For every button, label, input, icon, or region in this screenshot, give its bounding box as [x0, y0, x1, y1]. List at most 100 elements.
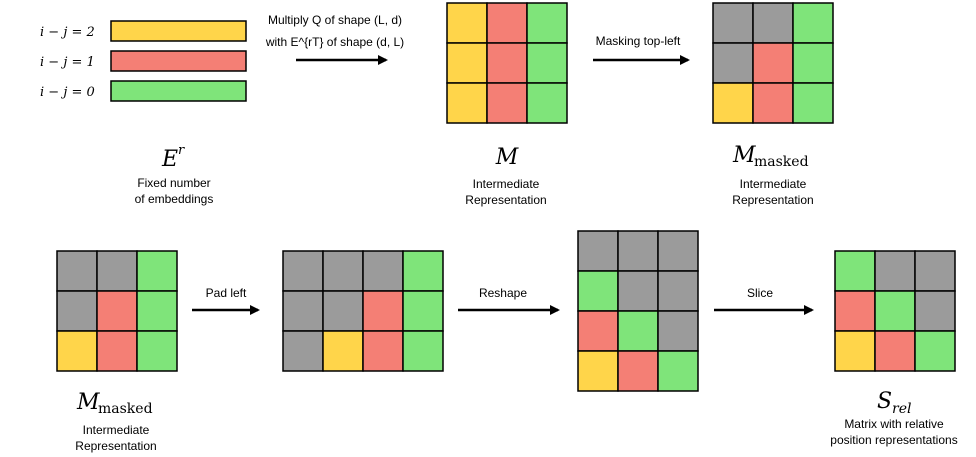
matrix-cell-red	[486, 42, 528, 84]
legend-swatch-yellow	[110, 20, 247, 42]
matrix-cell-yellow	[322, 330, 364, 372]
matrix-padded	[282, 250, 444, 372]
mmasked-top-sub: masked	[754, 154, 809, 170]
matrix-m-masked-top	[712, 2, 834, 124]
matrix-cell-green	[526, 82, 568, 124]
matrix-cell-gray	[282, 250, 324, 292]
mmasked-top-caption-line1: Intermediate	[740, 177, 807, 191]
m-caption-line1: Intermediate	[473, 177, 540, 191]
matrix-cell-green	[402, 290, 444, 332]
matrix-cell-green	[577, 270, 619, 312]
matrix-cell-gray	[657, 270, 699, 312]
srel-caption-line2: position representations	[830, 433, 957, 447]
mmasked-top-caption-line2: Representation	[732, 193, 813, 207]
matrix-cell-red	[96, 290, 138, 332]
matrix-cell-gray	[322, 250, 364, 292]
matrix-cell-gray	[752, 2, 794, 44]
legend-label-ij1: i − j = 1	[40, 55, 95, 70]
matrix-cell-red	[874, 330, 916, 372]
matrix-cell-green	[136, 290, 178, 332]
er-caption-line2: of embeddings	[135, 192, 214, 206]
legend-label-ij2: i − j = 2	[40, 25, 95, 40]
matrix-cell-yellow	[577, 350, 619, 392]
er-symbol: E	[161, 147, 178, 172]
mmasked-bottom-label: M masked	[76, 390, 153, 417]
matrix-cell-green	[792, 2, 834, 44]
matrix-cell-yellow	[446, 82, 488, 124]
matrix-cell-yellow	[446, 42, 488, 84]
matrix-cell-gray	[577, 230, 619, 272]
legend: i − j = 2 i − j = 1 i − j = 0	[40, 20, 247, 102]
matrix-cell-yellow	[56, 330, 98, 372]
matrix-cell-red	[577, 310, 619, 352]
matrix-cell-yellow	[834, 330, 876, 372]
matrix-cell-green	[136, 250, 178, 292]
matrix-s-rel	[834, 250, 956, 372]
matrix-cell-gray	[56, 290, 98, 332]
matrix-cell-green	[874, 290, 916, 332]
matrix-cell-gray	[322, 290, 364, 332]
matrix-cell-yellow	[446, 2, 488, 44]
matrix-cell-gray	[914, 290, 956, 332]
matrix-cell-green	[657, 350, 699, 392]
m-symbol: M	[495, 145, 519, 170]
multiply-text-line1: Multiply Q of shape (L, d)	[268, 13, 402, 27]
legend-item-ij2: i − j = 2	[40, 20, 247, 42]
matrix-cell-yellow	[712, 82, 754, 124]
matrix-cell-green	[792, 42, 834, 84]
pad-left-text: Pad left	[206, 286, 247, 300]
matrix-cell-gray	[96, 250, 138, 292]
matrix-cell-green	[526, 42, 568, 84]
m-caption-line2: Representation	[465, 193, 546, 207]
er-superscript: r	[178, 143, 185, 158]
matrix-cell-gray	[657, 230, 699, 272]
matrix-m-masked-bottom	[56, 250, 178, 372]
legend-label-ij0: i − j = 0	[40, 85, 95, 100]
mmasked-bottom-caption-line2: Representation	[75, 439, 156, 453]
matrix-cell-red	[486, 2, 528, 44]
srel-sub: rel	[892, 401, 911, 417]
matrix-cell-gray	[617, 270, 659, 312]
matrix-cell-gray	[282, 290, 324, 332]
matrix-cell-green	[792, 82, 834, 124]
matrix-cell-gray	[617, 230, 659, 272]
matrix-reshaped	[577, 230, 699, 392]
srel-label: S rel	[877, 389, 911, 417]
matrix-cell-green	[834, 250, 876, 292]
er-label: E r	[161, 143, 185, 172]
matrix-cell-green	[136, 330, 178, 372]
matrix-cell-green	[402, 330, 444, 372]
slice-text: Slice	[747, 286, 773, 300]
matrix-cell-gray	[56, 250, 98, 292]
matrix-cell-gray	[874, 250, 916, 292]
matrix-cell-gray	[657, 310, 699, 352]
matrix-cell-red	[362, 330, 404, 372]
masking-text: Masking top-left	[596, 34, 681, 48]
mmasked-bottom-base: M	[76, 390, 100, 415]
matrix-cell-red	[362, 290, 404, 332]
mmasked-top-base: M	[732, 143, 756, 168]
matrix-cell-red	[617, 350, 659, 392]
matrix-cell-gray	[914, 250, 956, 292]
matrix-cell-gray	[362, 250, 404, 292]
matrix-cell-gray	[712, 2, 754, 44]
matrix-cell-red	[752, 82, 794, 124]
matrix-cell-red	[486, 82, 528, 124]
multiply-text-line2: with E^{rT} of shape (d, L)	[265, 35, 404, 49]
matrix-cell-gray	[282, 330, 324, 372]
matrix-cell-red	[834, 290, 876, 332]
srel-caption-line1: Matrix with relative	[844, 417, 944, 431]
legend-swatch-green	[110, 80, 247, 102]
matrix-cell-gray	[712, 42, 754, 84]
reshape-text: Reshape	[479, 286, 527, 300]
mmasked-bottom-caption-line1: Intermediate	[83, 423, 150, 437]
matrix-m	[446, 2, 568, 124]
matrix-cell-green	[617, 310, 659, 352]
matrix-cell-green	[914, 330, 956, 372]
srel-base: S	[877, 389, 892, 414]
mmasked-bottom-sub: masked	[98, 401, 153, 417]
legend-item-ij1: i − j = 1	[40, 50, 247, 72]
mmasked-top-label: M masked	[732, 143, 809, 170]
er-caption-line1: Fixed number	[137, 176, 210, 190]
